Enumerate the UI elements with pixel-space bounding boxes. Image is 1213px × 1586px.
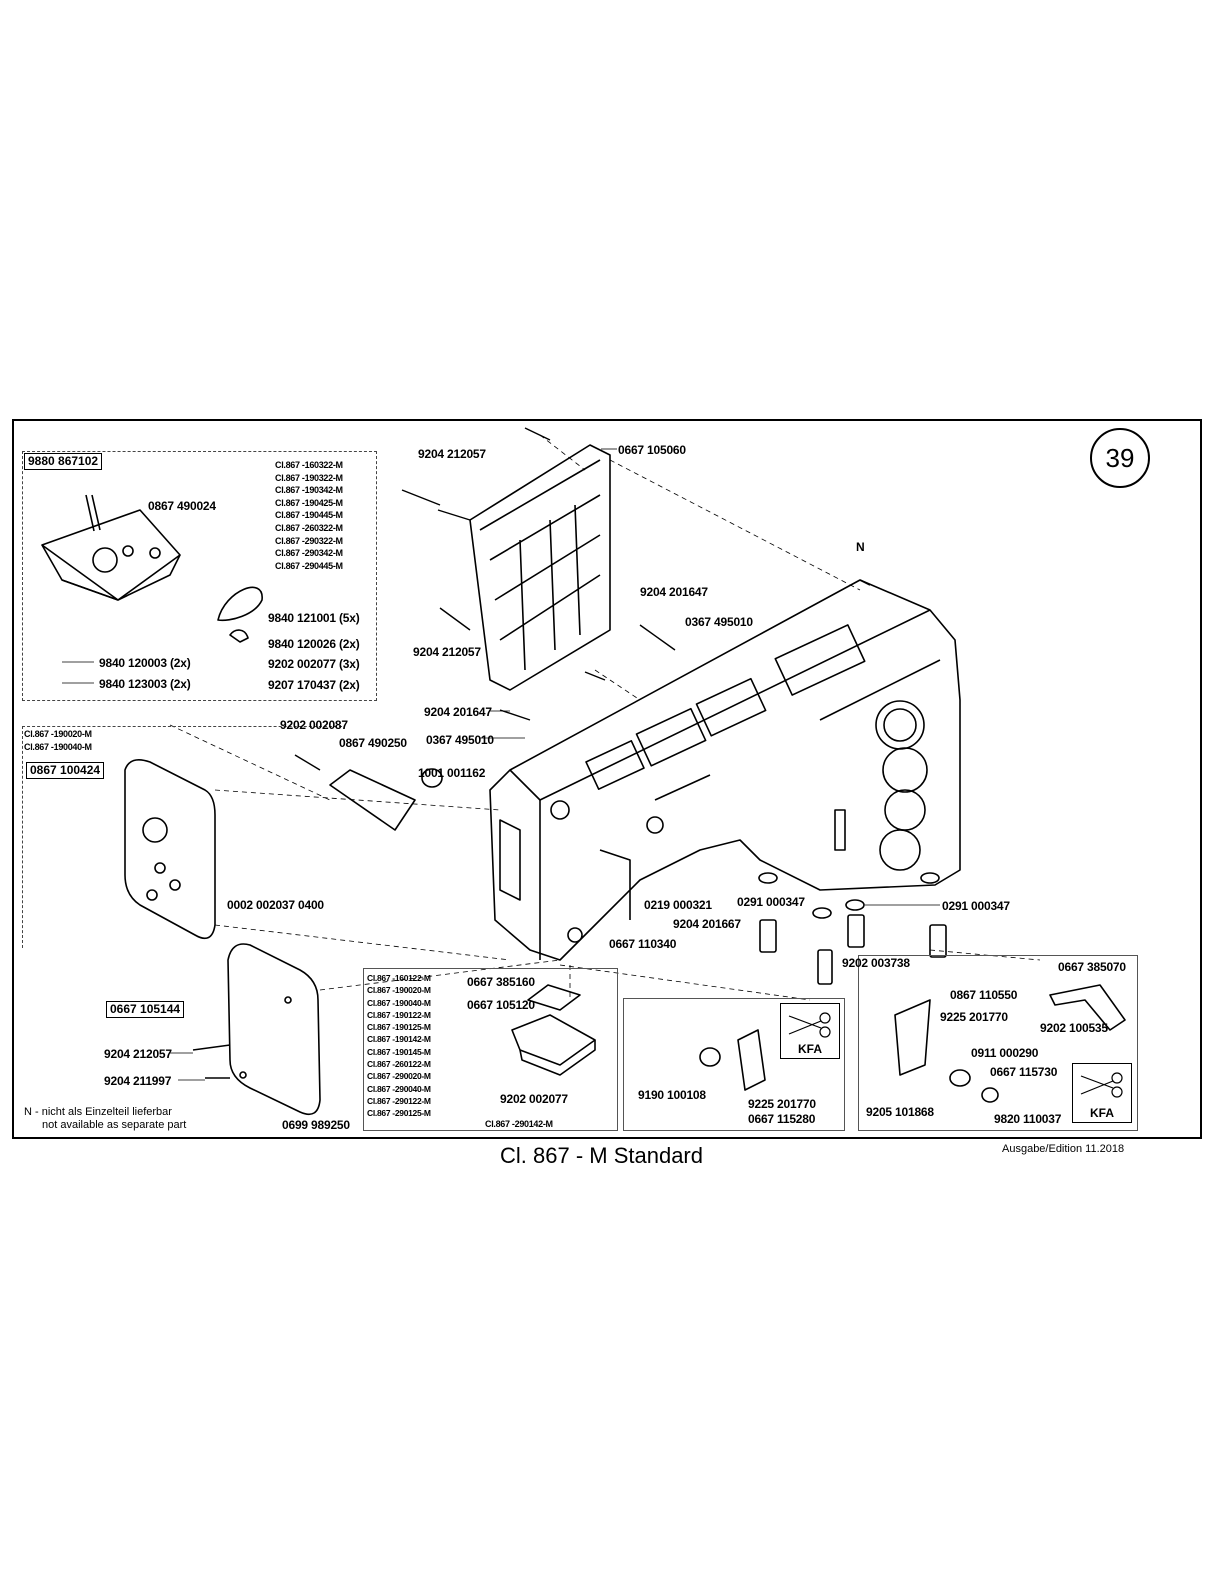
- part-label: 9840 120003 (2x): [99, 656, 191, 670]
- footnote-en: not available as separate part: [42, 1119, 187, 1131]
- footnote: N - nicht als Einzelteil lieferbar not a…: [24, 1106, 186, 1132]
- part-label: 0667 385160: [467, 975, 535, 989]
- part-label: 9840 120026 (2x): [268, 637, 360, 651]
- model-item: Cl.867 -290342-M: [275, 548, 343, 559]
- part-label: 9204 212057: [104, 1047, 172, 1061]
- part-label: 0002 002037 0400: [227, 898, 324, 912]
- cover-b-number: 0667 105144: [106, 1001, 185, 1018]
- set-box-topleft: [22, 451, 377, 701]
- part-label: 9225 201770: [748, 1097, 816, 1111]
- model-item: Cl.867 -260322-M: [275, 522, 343, 533]
- model-item: Cl.867 -290122-M: [367, 1095, 431, 1106]
- footnote-de: N - nicht als Einzelteil lieferbar: [24, 1106, 172, 1118]
- drawing-frame: [12, 419, 1202, 1139]
- part-label: 9204 201667: [673, 917, 741, 931]
- part-label: 9204 212057: [418, 447, 486, 461]
- page-number: 39: [1090, 428, 1150, 488]
- model-box-bottom: [363, 968, 618, 1131]
- kfa-box-right: [858, 955, 1138, 1131]
- kfa-box-mid: [623, 998, 845, 1131]
- side-cover-b: [227, 943, 321, 1116]
- model-item: Cl.867 -190020-M: [367, 985, 431, 996]
- model-item: Cl.867 -290020-M: [367, 1071, 431, 1082]
- machine-arm-body: [489, 579, 961, 961]
- marker-n: N: [856, 540, 865, 554]
- part-label: 9202 002087: [280, 718, 348, 732]
- model-item: Cl.867 -160322-M: [275, 460, 343, 470]
- part-label: 9190 100108: [638, 1088, 706, 1102]
- part-label: 9840 121001 (5x): [268, 611, 360, 625]
- model-item: Cl.867 -190425-M: [275, 497, 343, 508]
- model-item: Cl.867 -190040-M: [24, 741, 92, 752]
- part-label: 0219 000321: [644, 898, 712, 912]
- set-number: 9880 867102: [24, 453, 103, 470]
- part-label: 0291 000347: [737, 895, 805, 909]
- part-label: 9225 201770: [940, 1010, 1008, 1024]
- model-item: Cl.867 -260122-M: [367, 1059, 431, 1070]
- part-label: 9820 110037: [994, 1112, 1062, 1126]
- part-label: 9202 002077: [500, 1092, 568, 1106]
- part-label: 0367 495010: [685, 615, 753, 629]
- model-item: Cl.867 -190445-M: [275, 510, 343, 521]
- part-label: 9204 201647: [640, 585, 708, 599]
- part-label: 9204 201647: [424, 705, 492, 719]
- model-list-bottom: Cl.867 -160122-M Cl.867 -190020-M Cl.867…: [367, 972, 431, 1120]
- part-label: 0667 115730: [990, 1065, 1058, 1079]
- part-label: 0867 490024: [148, 499, 216, 513]
- model-item: Cl.867 -190142-M: [367, 1034, 431, 1045]
- model-item: Cl.867 -290322-M: [275, 535, 343, 546]
- part-label: 0699 989250: [282, 1118, 350, 1132]
- model-item: Cl.867 -190125-M: [367, 1022, 431, 1033]
- part-label: 0367 495010: [426, 733, 494, 747]
- oil-tray: [41, 494, 181, 601]
- kfa-label: KFA: [1090, 1106, 1114, 1120]
- part-label: 0911 000290: [971, 1046, 1039, 1060]
- scissors-icon: [1080, 1072, 1123, 1098]
- part-label: 9202 100535: [1040, 1021, 1108, 1035]
- part-label: 0867 110550: [950, 988, 1018, 1002]
- footer-edition: Ausgabe/Edition 11.2018: [1002, 1143, 1125, 1155]
- model-item: Cl.867 -190122-M: [367, 1009, 431, 1020]
- model-box-left: [22, 726, 342, 948]
- screws: [192, 427, 676, 1079]
- model-item: Cl.867 -290445-M: [275, 560, 343, 571]
- cover-a-number: 0867 100424: [26, 762, 105, 779]
- part-label: 0667 385070: [1058, 960, 1126, 974]
- model-item: Cl.867 -190040-M: [367, 997, 431, 1008]
- model-item: Cl.867 -190145-M: [367, 1046, 431, 1057]
- head-cover: [469, 444, 611, 691]
- kfa-label: KFA: [798, 1042, 822, 1056]
- model-item: Cl.867 -290040-M: [367, 1083, 431, 1094]
- standard-model: Cl.867 -290142-M: [485, 1119, 553, 1129]
- part-label: 0667 105120: [467, 998, 535, 1012]
- part-label: 0291 000347: [942, 899, 1010, 913]
- footer-title: Cl. 867 - M Standard: [500, 1143, 703, 1168]
- part-label: 9204 211997: [104, 1074, 172, 1088]
- kfa-box: KFA: [1072, 1063, 1132, 1123]
- part-label: 9202 003738: [842, 956, 910, 970]
- part-label: 9205 101868: [866, 1105, 934, 1119]
- part-label: 1001 001162: [418, 766, 486, 780]
- model-list-topleft: Cl.867 -160322-M Cl.867 -190322-M Cl.867…: [275, 459, 343, 572]
- part-label: 0867 490250: [339, 736, 407, 750]
- model-item: Cl.867 -190342-M: [275, 485, 343, 496]
- part-label: 0667 110340: [609, 937, 677, 951]
- scissors-icon: [788, 1012, 831, 1038]
- model-item: Cl.867 -190020-M: [24, 729, 92, 739]
- bolts: [758, 872, 947, 985]
- part-label: 9202 002077 (3x): [268, 657, 360, 671]
- part-label: 9840 123003 (2x): [99, 677, 191, 691]
- part-label: 9207 170437 (2x): [268, 678, 360, 692]
- part-label: 0667 115280: [748, 1112, 816, 1126]
- model-item: Cl.867 -190322-M: [275, 472, 343, 483]
- model-item: Cl.867 -160122-M: [367, 973, 431, 983]
- part-label: 9204 212057: [413, 645, 481, 659]
- part-label: 0667 105060: [618, 443, 686, 457]
- kfa-box: KFA: [780, 1003, 840, 1059]
- model-item: Cl.867 -290125-M: [367, 1108, 431, 1119]
- model-list-left: Cl.867 -190020-M Cl.867 -190040-M: [24, 728, 92, 753]
